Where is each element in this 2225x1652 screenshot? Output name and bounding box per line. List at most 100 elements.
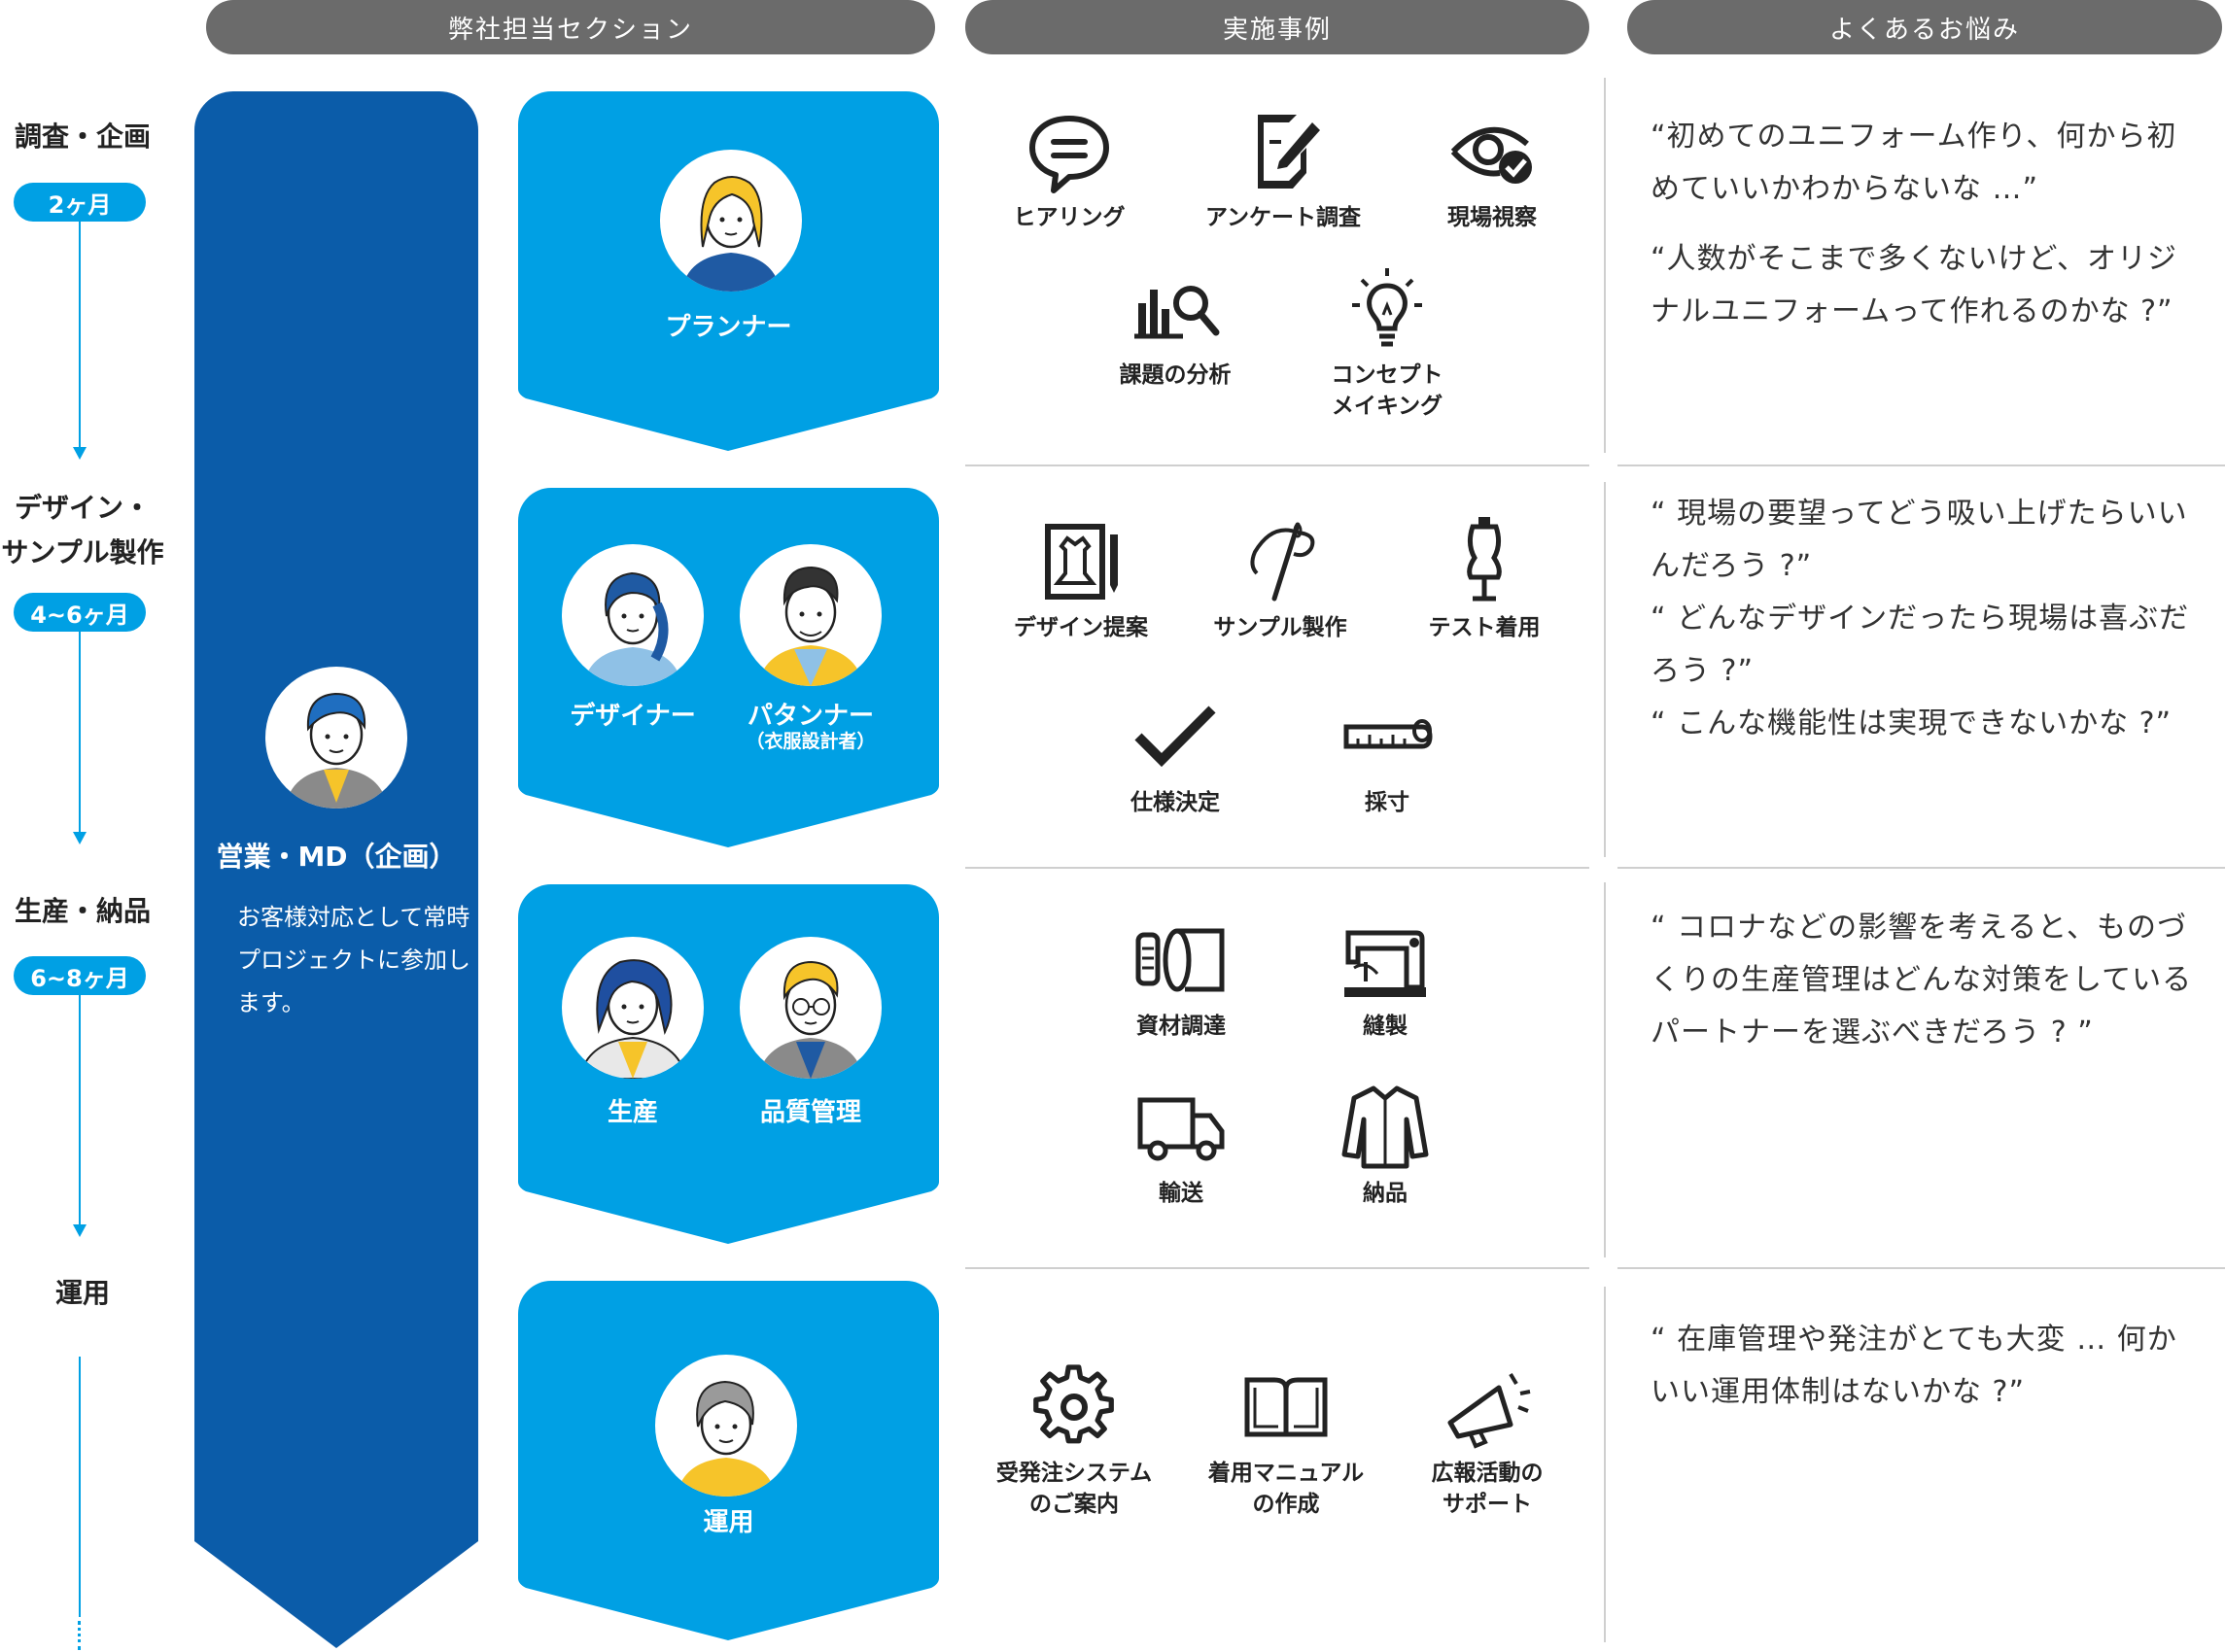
- avatar: [655, 1355, 797, 1497]
- timeline-line: [79, 995, 81, 1224]
- header-section: 弊社担当セクション: [206, 0, 935, 54]
- header-examples: 実施事例: [965, 0, 1589, 54]
- worry-text: “人数がそこまで多くないけど、オリジナルユニフォームって作れるのかな ?”: [1651, 242, 2178, 328]
- avatar: [265, 667, 407, 809]
- duration-design: 4~6ヶ月: [14, 593, 146, 632]
- speech-bubble-icon: [1029, 116, 1109, 193]
- mannequin-icon: [1467, 517, 1502, 602]
- design-sketch-icon: [1045, 524, 1118, 600]
- worry-text: “ 在庫管理や発注がとても大変 … 何かいい運用体制はないかな ?”: [1651, 1323, 2177, 1409]
- row-divider: [1617, 465, 2225, 466]
- worry-block-planning: “初めてのユニフォーム作り、何から初めていいかわからないな …” “人数がそこま…: [1651, 111, 2195, 356]
- example-site-visit: 現場視察: [1400, 105, 1584, 233]
- example-label: 広報活動の サポート: [1431, 1461, 1544, 1517]
- avatar: [562, 937, 704, 1079]
- shirt-icon: [1341, 1085, 1429, 1169]
- example-label: 着用マニュアル の作成: [1207, 1461, 1365, 1517]
- worry-block-operation: “ 在庫管理や発注がとても大変 … 何かいい運用体制はないかな ?”: [1651, 1314, 2195, 1436]
- example-label: コンセプト メイキング: [1331, 362, 1443, 419]
- timeline-line: [79, 1357, 81, 1617]
- duration-research: 2ヶ月: [14, 183, 146, 222]
- row-divider: [1617, 867, 2225, 869]
- example-label: 輸送: [1159, 1181, 1203, 1206]
- row-divider: [965, 465, 1589, 466]
- example-hearing: ヒアリング: [977, 105, 1162, 233]
- gear-icon: [1033, 1364, 1114, 1444]
- example-materials: 資材調達: [1089, 913, 1273, 1042]
- fabric-roll-icon: [1135, 928, 1225, 992]
- example-survey: アンケート調査: [1191, 105, 1375, 233]
- timeline-arrow: [73, 1224, 87, 1237]
- role-label: デザイナー: [570, 702, 696, 731]
- sewing-machine-icon: [1344, 930, 1426, 997]
- avatar: [660, 150, 802, 292]
- sales-column: [194, 91, 478, 1648]
- avatar: [740, 937, 882, 1079]
- chart-magnifier-icon: [1134, 286, 1220, 339]
- timeline-arrow: [73, 832, 87, 844]
- survey-pen-icon: [1258, 115, 1320, 189]
- row-divider: [965, 867, 1589, 869]
- example-pr: 広報活動の サポート: [1395, 1360, 1580, 1520]
- example-spec: 仕様決定: [1083, 690, 1268, 818]
- role-label: 生産: [607, 1098, 658, 1127]
- example-label: 現場視察: [1447, 205, 1537, 230]
- example-label: 納品: [1363, 1181, 1408, 1206]
- column-divider: [1604, 882, 1606, 1257]
- example-label: デザイン提案: [1014, 615, 1148, 640]
- header-worries: よくあるお悩み: [1627, 0, 2222, 54]
- needle-thread-icon: [1250, 522, 1315, 602]
- column-divider: [1604, 482, 1606, 857]
- eye-check-icon: [1450, 126, 1532, 184]
- example-measure: 採寸: [1295, 690, 1479, 818]
- worry-text: “ こんな機能性は実現できないかな ?”: [1651, 706, 2173, 740]
- example-concept: コンセプト メイキング: [1295, 262, 1479, 422]
- worry-block-production: “ コロナなどの影響を考えると、ものづくりの生産管理はどんな対策をしているパート…: [1651, 902, 2195, 1077]
- section-card-design: [518, 488, 939, 847]
- timeline-dots: [78, 1621, 85, 1650]
- sales-description: お客様対応として常時プロジェクトに参加します。: [237, 904, 470, 1016]
- checkmark-icon: [1134, 706, 1216, 768]
- example-test-wear: テスト着用: [1392, 515, 1577, 643]
- phase-label-research: 調査・企画: [14, 120, 151, 153]
- example-sewing: 縫製: [1293, 913, 1478, 1042]
- row-divider: [1617, 1267, 2225, 1269]
- example-design-proposal: デザイン提案: [989, 515, 1173, 643]
- example-label: サンプル製作: [1213, 615, 1347, 640]
- worry-text: “ どんなデザインだったら現場は喜ぶだろう ?”: [1651, 602, 2190, 688]
- example-sample: サンプル製作: [1188, 515, 1373, 643]
- sales-title: 営業・MD（企画）: [216, 841, 457, 873]
- timeline-arrow: [73, 447, 87, 460]
- worry-text: “初めてのユニフォーム作り、何から初めていいかわからないな …”: [1651, 120, 2177, 206]
- example-label: 採寸: [1365, 790, 1409, 815]
- example-label: テスト着用: [1428, 615, 1541, 640]
- timeline-line: [79, 632, 81, 832]
- role-label: 品質管理: [759, 1098, 861, 1127]
- role-label: 運用: [703, 1508, 754, 1537]
- example-label: 仕様決定: [1130, 790, 1220, 815]
- example-label: アンケート調査: [1204, 205, 1362, 230]
- phase-label-design: デザイン・ サンプル製作: [1, 492, 164, 568]
- example-label: 課題の分析: [1119, 362, 1232, 388]
- role-label: パタンナー: [747, 702, 874, 731]
- megaphone-icon: [1447, 1372, 1531, 1449]
- worry-text: “ 現場の要望ってどう吸い上げたらいいんだろう ?”: [1651, 497, 2188, 583]
- worry-text: “ コロナなどの影響を考えると、ものづくりの生産管理はどんな対策をしているパート…: [1651, 911, 2193, 1050]
- measuring-tape-icon: [1343, 719, 1433, 749]
- phase-label-operation: 運用: [54, 1277, 110, 1309]
- example-ordering-system: 受発注システム のご案内: [982, 1360, 1166, 1520]
- example-transport: 輸送: [1089, 1081, 1273, 1209]
- example-manual: 着用マニュアル の作成: [1194, 1360, 1378, 1520]
- role-sublabel: （衣服設計者）: [746, 731, 876, 752]
- example-label: 受発注システム のご案内: [995, 1461, 1153, 1517]
- timeline-line: [79, 222, 81, 447]
- example-delivery: 納品: [1293, 1081, 1478, 1209]
- example-analysis: 課題の分析: [1083, 262, 1268, 391]
- example-label: ヒアリング: [1013, 205, 1126, 230]
- column-divider: [1604, 1287, 1606, 1642]
- column-divider: [1604, 78, 1606, 453]
- avatar: [562, 544, 704, 686]
- truck-icon: [1137, 1097, 1225, 1161]
- section-card-production: [518, 884, 939, 1244]
- open-book-icon: [1244, 1377, 1328, 1437]
